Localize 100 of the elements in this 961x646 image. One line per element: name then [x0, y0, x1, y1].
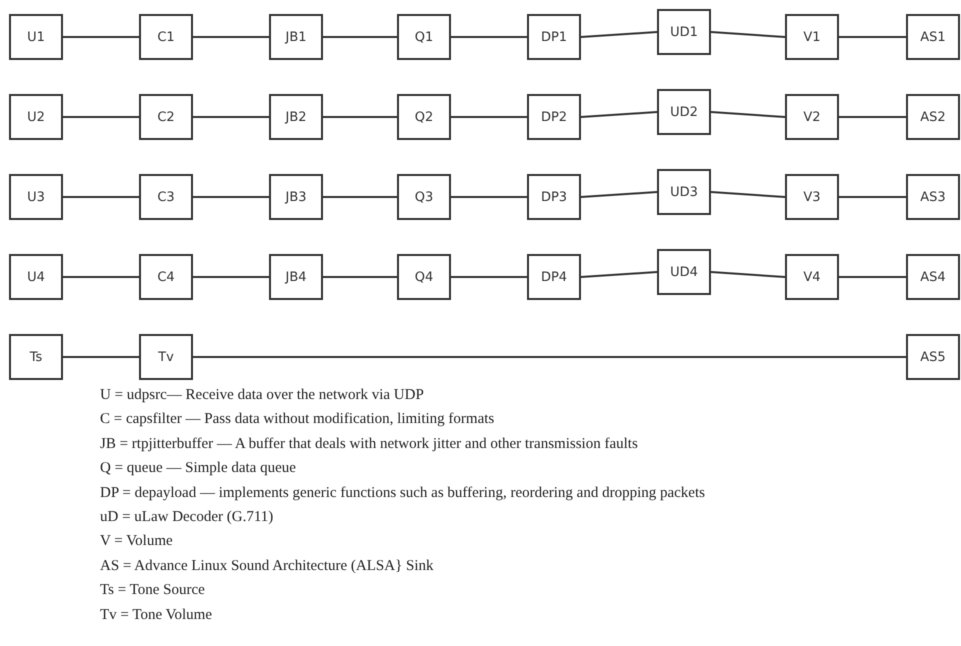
node-label: AS5 [920, 350, 946, 364]
process-box [269, 174, 323, 220]
connector-line [580, 271, 658, 278]
process-box [397, 14, 451, 60]
connector-line [451, 196, 527, 198]
node-label: JB4 [285, 270, 307, 284]
process-box [785, 14, 839, 60]
connector-line [63, 116, 139, 118]
process-box [397, 254, 451, 300]
connector-line [323, 116, 397, 118]
process-box [9, 14, 63, 60]
process-box [269, 94, 323, 140]
legend-note: JB = rtpjitterbuffer — A buffer that deals with network jitter and other transmission faults [100, 434, 638, 453]
node-label: V3 [803, 190, 821, 204]
legend-note: Q = queue — Simple data queue [100, 459, 296, 478]
process-box [9, 94, 63, 140]
node-label: DP4 [540, 270, 568, 284]
process-box [657, 89, 711, 135]
node-label: V1 [803, 30, 821, 44]
process-box [139, 254, 193, 300]
node-label: UD2 [670, 104, 698, 120]
node-label: AS4 [920, 270, 946, 284]
process-box [269, 14, 323, 60]
process-box [527, 14, 581, 60]
connector-line [451, 276, 527, 278]
process-box [139, 14, 193, 60]
process-box [906, 14, 960, 60]
process-box [785, 94, 839, 140]
node-label: U1 [27, 30, 45, 44]
connector-line [451, 36, 527, 38]
node-label: Q4 [414, 270, 434, 284]
node-label: UD3 [670, 184, 698, 200]
process-box [9, 174, 63, 220]
connector-line [839, 196, 906, 198]
legend-note: C = capsfilter — Pass data without modification, limiting formats [100, 410, 494, 428]
node-label: Q2 [414, 110, 434, 124]
node-label: Ts [30, 350, 42, 364]
connector-line [193, 116, 269, 118]
connector-line [839, 116, 906, 118]
connector-line [63, 36, 139, 38]
node-label: AS1 [920, 30, 946, 44]
connector-line [63, 196, 139, 198]
process-box [9, 334, 63, 380]
node-label: DP1 [540, 30, 568, 44]
legend-note: U = udpsrc— Receive data over the network via UDP [100, 386, 424, 404]
connector-line [323, 196, 397, 198]
connector-line [839, 36, 906, 38]
process-box [527, 254, 581, 300]
legend-note: V = Volume [100, 532, 173, 550]
connector-line [710, 191, 786, 198]
node-label: JB3 [285, 190, 307, 204]
process-box [397, 174, 451, 220]
connector-line [710, 111, 786, 118]
process-box [269, 254, 323, 300]
connector-line [193, 276, 269, 278]
legend-note: AS = Advance Linux Sound Architecture (ALSA} Sink [100, 556, 434, 575]
process-box [906, 94, 960, 140]
node-label: C2 [157, 110, 175, 124]
legend-note: Ts = Tone Source [100, 581, 205, 600]
connector-line [710, 271, 786, 278]
node-label: UD1 [670, 24, 698, 40]
connector-line [451, 116, 527, 118]
connector-line [193, 356, 906, 358]
node-label: V4 [803, 270, 821, 284]
connector-line [710, 31, 786, 38]
node-label: Q1 [414, 30, 434, 44]
node-label: DP2 [540, 110, 568, 124]
node-label: V2 [803, 110, 821, 124]
node-label: JB2 [285, 110, 307, 124]
legend-note: uD = uLaw Decoder (G.711) [100, 508, 274, 526]
connector-line [63, 276, 139, 278]
process-box [139, 334, 193, 380]
process-box [139, 94, 193, 140]
node-label: C3 [157, 190, 175, 204]
connector-line [580, 31, 658, 38]
process-box [657, 249, 711, 295]
node-label: U4 [27, 270, 45, 284]
node-label: C1 [157, 30, 175, 44]
node-label: C4 [157, 270, 175, 284]
process-box [657, 9, 711, 55]
connector-line [323, 36, 397, 38]
node-label: Tv [158, 350, 174, 364]
connector-line [63, 356, 139, 358]
legend-note: Tv = Tone Volume [100, 606, 212, 624]
node-label: JB1 [285, 30, 307, 44]
node-label: AS2 [920, 110, 946, 124]
node-label: U2 [27, 110, 45, 124]
node-label: AS3 [920, 190, 946, 204]
connector-line [323, 276, 397, 278]
process-box [527, 174, 581, 220]
process-box [906, 334, 960, 380]
legend-note: DP = depayload — implements generic functions such as buffering, reordering and dropping packets [100, 484, 705, 502]
process-box [785, 254, 839, 300]
connector-line [193, 36, 269, 38]
connector-line [193, 196, 269, 198]
process-box [9, 254, 63, 300]
process-box [397, 94, 451, 140]
node-label: DP3 [540, 190, 568, 204]
process-box [139, 174, 193, 220]
node-label: U3 [27, 190, 45, 204]
